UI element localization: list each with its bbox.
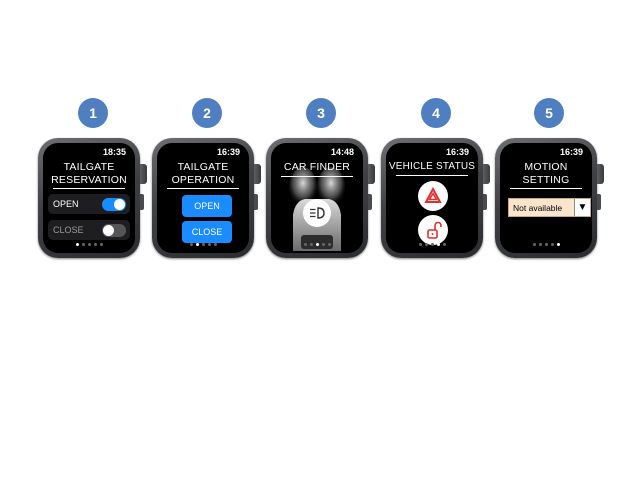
- watch-screen: 16:39 MOTION SETTING Not available ▼: [500, 143, 592, 253]
- close-button[interactable]: CLOSE: [182, 221, 232, 243]
- step-badge-1: 1: [78, 98, 108, 128]
- close-toggle[interactable]: [102, 224, 126, 237]
- side-button[interactable]: [254, 194, 258, 210]
- page-dot: [213, 243, 217, 246]
- side-button[interactable]: [140, 194, 144, 210]
- page-dot: [442, 243, 446, 246]
- toggle-row-open: OPEN: [48, 194, 130, 214]
- headlight-icon: [310, 207, 325, 219]
- watch-car-finder: 14:48 CAR FINDER: [266, 138, 375, 258]
- page-dot: [532, 243, 536, 246]
- toggle-knob: [114, 199, 125, 210]
- page-dot: [436, 243, 440, 246]
- screen-title-line1: MOTION: [524, 161, 568, 173]
- title-divider: [53, 188, 125, 189]
- watch-motion-setting: 16:39 MOTION SETTING Not available ▼: [495, 138, 604, 258]
- page-indicator: [43, 243, 135, 246]
- title-divider: [396, 175, 468, 176]
- car-headlights-illustration: [289, 167, 345, 251]
- select-value: Not available: [513, 202, 563, 213]
- page-dot: [93, 243, 97, 246]
- page-dot: [87, 243, 91, 246]
- screen-title-line2: SETTING: [522, 174, 570, 186]
- title-divider: [167, 188, 239, 189]
- page-dot: [195, 243, 199, 246]
- page-dot: [544, 243, 548, 246]
- page-dot: [81, 243, 85, 246]
- step-badge-4: 4: [421, 98, 451, 128]
- digital-crown[interactable]: [254, 164, 261, 184]
- toggle-label-open: OPEN: [53, 199, 79, 209]
- hazard-warning-icon: [424, 186, 442, 203]
- page-dot: [424, 243, 428, 246]
- unlocked-padlock-icon: [427, 221, 442, 239]
- open-toggle[interactable]: [102, 198, 126, 211]
- toggle-row-close: CLOSE: [48, 220, 130, 240]
- clock-time: 16:39: [559, 147, 583, 157]
- page-dot: [556, 243, 560, 246]
- page-dot: [309, 243, 313, 246]
- lock-status-button[interactable]: [418, 215, 448, 245]
- clock-time: 16:39: [216, 147, 240, 157]
- watch-screen: 14:48 CAR FINDER: [271, 143, 363, 253]
- digital-crown[interactable]: [368, 164, 375, 184]
- page-dot: [430, 243, 434, 246]
- page-dot: [321, 243, 325, 246]
- page-dot: [315, 243, 319, 246]
- screen-title-line1: TAILGATE: [177, 161, 229, 173]
- page-indicator: [386, 243, 478, 246]
- open-button[interactable]: OPEN: [182, 195, 232, 217]
- digital-crown[interactable]: [597, 164, 604, 184]
- side-button[interactable]: [597, 194, 601, 210]
- side-button[interactable]: [368, 194, 372, 210]
- page-dot: [99, 243, 103, 246]
- clock-time: 18:35: [102, 147, 126, 157]
- toggle-label-close: CLOSE: [53, 225, 84, 235]
- clock-time: 14:48: [330, 147, 354, 157]
- digital-crown[interactable]: [483, 164, 490, 184]
- screen-title-line1: CAR FINDER: [283, 161, 351, 173]
- watch-screen: 16:39 TAILGATE OPERATION OPEN CLOSE: [157, 143, 249, 253]
- page-dot: [75, 243, 79, 246]
- page-indicator: [500, 243, 592, 246]
- screen-title-line2: OPERATION: [171, 174, 235, 186]
- page-dot: [207, 243, 211, 246]
- motion-setting-select[interactable]: Not available ▼: [508, 198, 591, 217]
- page-dot: [327, 243, 331, 246]
- side-button[interactable]: [483, 194, 487, 210]
- screen-title-line2: RESERVATION: [51, 174, 127, 186]
- page-dot: [418, 243, 422, 246]
- title-divider: [281, 176, 353, 177]
- step-badge-3: 3: [306, 98, 336, 128]
- page-dot: [303, 243, 307, 246]
- title-divider: [510, 188, 582, 189]
- screen-title-line1: TAILGATE: [63, 161, 115, 173]
- dropdown-arrow-icon[interactable]: ▼: [574, 199, 590, 216]
- screen-title-line1: VEHICLE STATUS: [388, 161, 476, 172]
- watch-tailgate-operation: 16:39 TAILGATE OPERATION OPEN CLOSE: [152, 138, 261, 258]
- digital-crown[interactable]: [140, 164, 147, 184]
- hazard-button[interactable]: [418, 181, 448, 211]
- watch-screen: 18:35 TAILGATE RESERVATION OPEN CLOSE: [43, 143, 135, 253]
- toggle-knob: [103, 225, 114, 236]
- page-dot: [538, 243, 542, 246]
- page-dot: [189, 243, 193, 246]
- step-badge-2: 2: [192, 98, 222, 128]
- page-dot: [201, 243, 205, 246]
- watch-vehicle-status: 16:39 VEHICLE STATUS: [381, 138, 490, 258]
- clock-time: 16:39: [445, 147, 469, 157]
- watch-tailgate-reservation: 18:35 TAILGATE RESERVATION OPEN CLOSE: [38, 138, 147, 258]
- watch-screen: 16:39 VEHICLE STATUS: [386, 143, 478, 253]
- step-badge-5: 5: [534, 98, 564, 128]
- page-dot: [550, 243, 554, 246]
- page-indicator: [271, 243, 363, 246]
- headlight-button[interactable]: [303, 199, 331, 227]
- page-indicator: [157, 243, 249, 246]
